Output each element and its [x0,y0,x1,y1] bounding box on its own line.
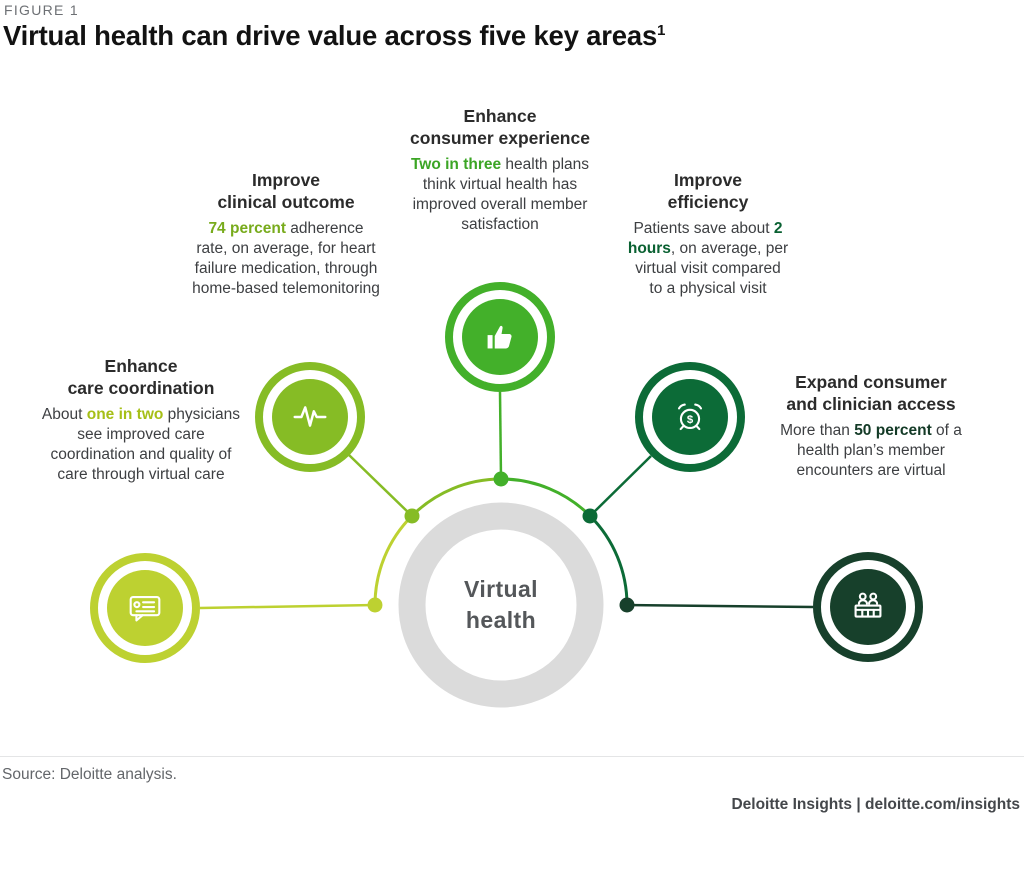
area-circle-inner-clinical-outcome [272,379,348,455]
junction-dot-efficiency [582,508,598,524]
heading-line: Expand consumer [795,372,947,392]
desc-highlight: 2 hours [627,219,783,257]
connector-line-access [626,603,814,609]
area-circle-care-coordination [90,553,200,663]
area-text-efficiency: Improve efficiency Patients save about 2… [627,170,789,299]
heading-line: efficiency [667,191,749,212]
virtual-health-diagram: Virtual health [36,106,966,708]
desc-highlight: 74 percent [208,219,286,237]
page-title-superscript: 1 [657,21,666,39]
area-circle-inner-care-coordination [107,570,183,646]
area-heading-clinical-outcome: Improve clinical outcome [192,170,380,214]
area-description-consumer-experience: Two in three health plans think virtual … [404,155,596,235]
thumbs-up-icon [487,325,512,349]
junction-dot-clinical-outcome [404,508,420,524]
area-text-care-coordination: Enhance care coordination About one in t… [36,356,246,485]
testimonial-chat-icon [129,595,161,622]
front-desk-icon [854,592,882,618]
pulse-icon [293,406,327,427]
area-circle-clinical-outcome [255,362,365,472]
figure-label: FIGURE 1 [4,2,79,18]
connector-line-efficiency [589,455,652,517]
heading-line: Enhance [463,106,537,126]
heading-line: and clinician access [786,393,956,414]
area-text-access: Expand consumer and clinician access Mor… [776,372,966,481]
area-circle-inner-consumer-experience [462,299,538,375]
desc-post: adherence rate, on average, for heart fa… [192,219,380,297]
arc-segment-3 [500,477,592,517]
area-description-clinical-outcome: 74 percent adherence rate, on average, f… [192,219,380,299]
area-heading-efficiency: Improve efficiency [627,170,789,214]
connector-line-consumer-experience [498,391,503,480]
desc-pre: About [41,405,87,423]
junction-dot-care-coordination [367,597,383,613]
arc-segment-2 [410,477,502,517]
junction-dot-access [619,597,635,613]
heading-line: clinical outcome [217,191,355,212]
area-heading-consumer-experience: Enhance consumer experience [404,106,596,150]
source-note: Source: Deloitte analysis. [2,766,177,783]
area-circle-inner-access [830,569,906,645]
heading-line: Improve [673,170,743,190]
area-circle-consumer-experience [445,282,555,392]
center-ring [398,502,604,708]
connector-layer [199,391,814,708]
desc-post: of a health plan’s member encounters are… [796,421,962,479]
desc-pre: More than [780,421,855,439]
area-description-care-coordination: About one in two physicians see improved… [36,405,246,485]
connector-line-care-coordination [199,603,376,610]
area-description-access: More than 50 percent of a health plan’s … [776,421,966,481]
desc-pre: Patients save about [633,219,774,237]
footer-divider [0,756,1024,757]
junction-dot-consumer-experience [493,471,509,487]
heading-line: Improve [251,170,321,190]
deloitte-insights-link[interactable]: Deloitte Insights | deloitte.com/insight… [731,796,1020,813]
desc-highlight: 50 percent [854,421,932,439]
heading-line: consumer experience [410,127,590,148]
page-title-text: Virtual health can drive value across fi… [3,20,658,51]
center-label: Virtual health [464,576,538,634]
heading-line: Enhance [104,356,178,376]
alarm-dollar-icon: $ [677,403,703,431]
page-title: Virtual health can drive value across fi… [3,20,665,52]
area-circle-efficiency: $ [635,362,745,472]
area-heading-access: Expand consumer and clinician access [776,372,966,416]
arc-segment-1 [373,514,413,606]
svg-text:$: $ [687,414,694,426]
area-text-consumer-experience: Enhance consumer experience Two in three… [404,106,596,235]
desc-post: , on average, per virtual visit compared… [635,239,789,297]
area-heading-care-coordination: Enhance care coordination [36,356,246,400]
desc-highlight: Two in three [410,155,502,173]
desc-post: physicians see improved care coordinatio… [50,405,241,483]
heading-line: care coordination [67,377,215,398]
area-text-clinical-outcome: Improve clinical outcome 74 percent adhe… [192,170,380,299]
desc-post: health plans think virtual health has im… [412,155,590,233]
connector-line-clinical-outcome [348,454,413,517]
area-circle-inner-efficiency: $ [652,379,728,455]
area-circle-access [813,552,923,662]
desc-highlight: one in two [86,405,164,423]
area-description-efficiency: Patients save about 2 hours, on average,… [627,219,789,299]
arc-segment-4 [589,514,629,606]
